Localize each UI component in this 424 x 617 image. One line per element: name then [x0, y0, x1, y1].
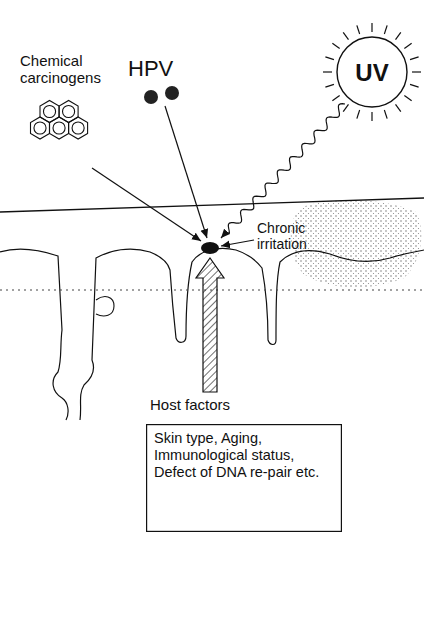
- arrow: [221, 240, 254, 246]
- sebaceous-gland: [96, 297, 114, 316]
- uv-wave: [221, 104, 345, 238]
- skin-surface: [0, 198, 424, 212]
- sun-rays: [323, 23, 421, 121]
- hpv-particle: [144, 90, 158, 104]
- benzopyrene-molecule: [31, 101, 88, 140]
- factor-heading: Host factors: [150, 396, 280, 413]
- hpv-particle: [165, 86, 179, 100]
- sun-label: UV: [355, 58, 388, 87]
- irritation-area: [291, 200, 422, 287]
- host-arrow: [196, 258, 224, 392]
- text-wrap: Skin type, Aging, Immunological status, …: [146, 424, 342, 487]
- lesion-dot: [201, 242, 219, 254]
- factor-box: Skin type, Aging, Immunological status, …: [146, 424, 342, 532]
- arrow: [92, 168, 201, 241]
- text-wrap: UV: [336, 36, 408, 108]
- agent-label: HPV: [128, 56, 208, 81]
- sun-circle: UV: [336, 36, 408, 108]
- epidermis-line: [0, 249, 424, 421]
- agent-label: Chronic irritation: [257, 220, 327, 252]
- factor-text: Skin type, Aging, Immunological status, …: [154, 430, 334, 481]
- agent-label: Chemical carcinogens: [20, 52, 115, 86]
- arrow: [165, 106, 207, 238]
